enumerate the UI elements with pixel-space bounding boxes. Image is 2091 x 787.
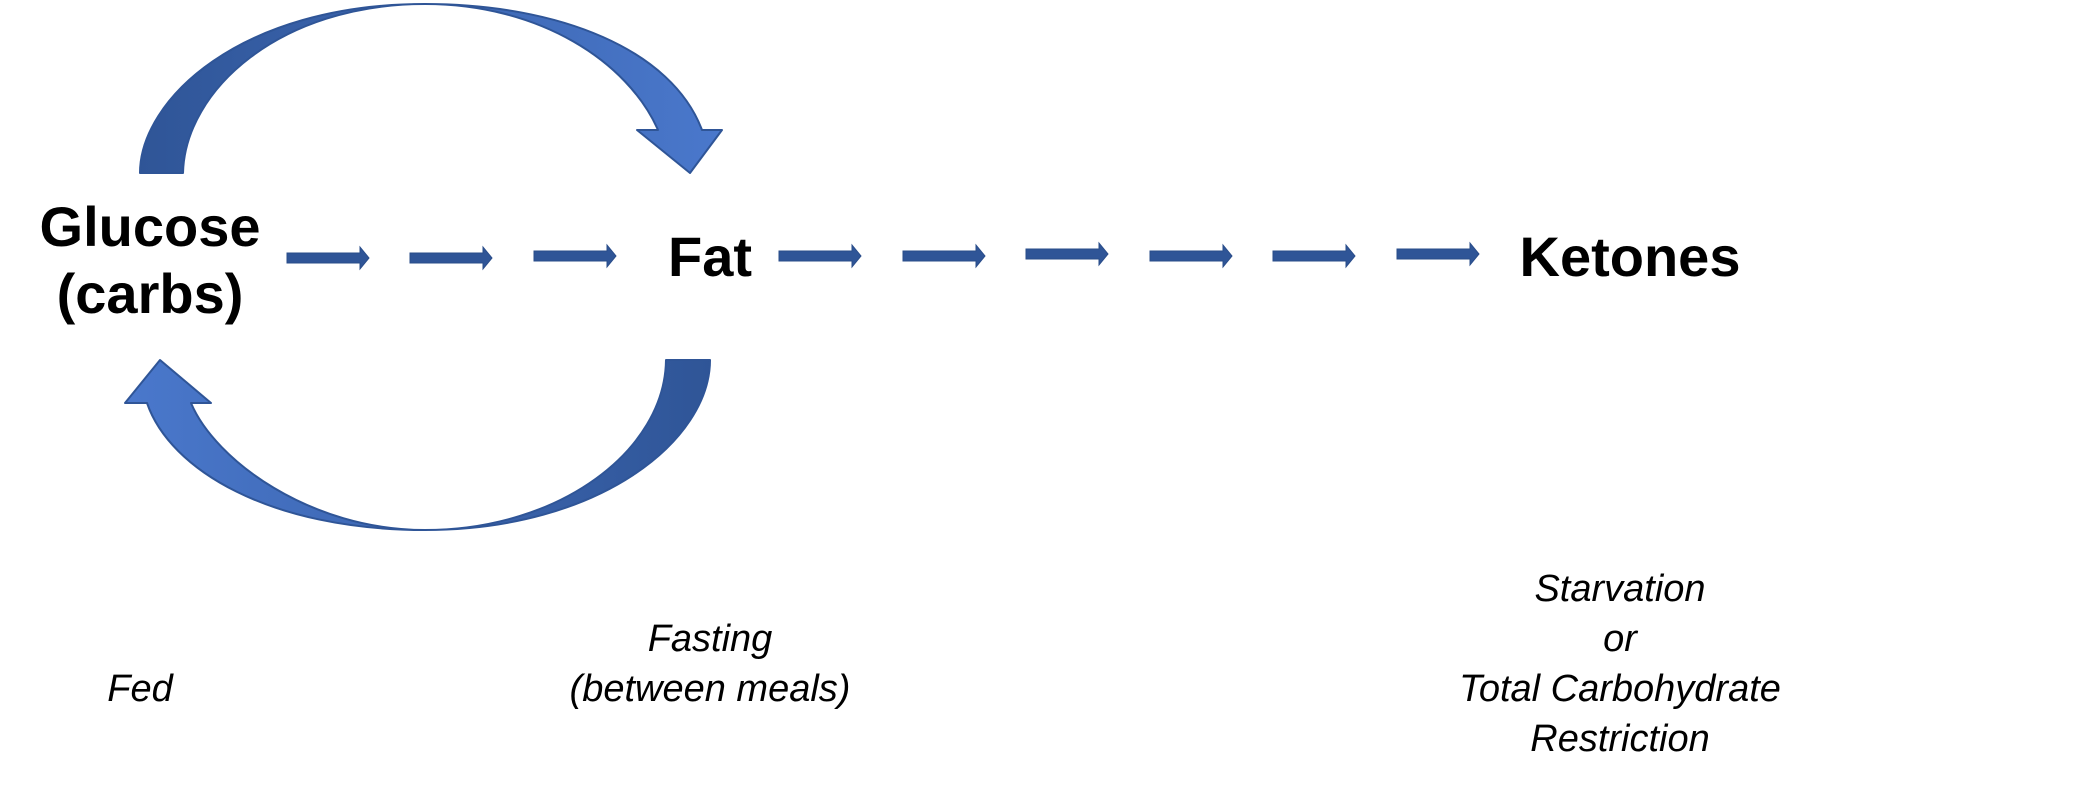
state-label-fasting-line1: Fasting <box>647 618 773 660</box>
dash-arrow-segment <box>286 245 370 271</box>
dash-arrow-segment <box>778 243 862 269</box>
top-arc-body <box>139 3 723 174</box>
node-glucose: Glucose (carbs) <box>10 193 290 327</box>
dash-arrow-segment <box>409 245 493 271</box>
state-label-starvation-line1: Starvation <box>1534 568 1706 610</box>
state-label-starvation-line4: Restriction <box>1530 718 1710 760</box>
arrow-fat-to-glucose <box>124 359 711 531</box>
arrow-glucose-to-fat <box>139 3 723 174</box>
state-label-fasting-line2: (between meals) <box>569 668 851 710</box>
dashed-arrow-glucose-to-fat <box>286 243 617 271</box>
state-label-starvation-line2: or <box>1603 618 1637 660</box>
dash-arrow-segment <box>533 243 617 269</box>
node-ketones: Ketones <box>1519 225 1741 288</box>
state-label-fed: Fed <box>107 668 173 710</box>
state-label-fasting: Fasting (between meals) <box>520 614 900 714</box>
dashed-arrow-fat-to-ketones <box>778 241 1480 269</box>
dash-arrow-segment <box>1149 243 1233 269</box>
dash-arrow-segment <box>902 243 986 269</box>
node-glucose-line1: Glucose <box>39 195 261 258</box>
dash-arrow-segment <box>1025 241 1109 267</box>
bottom-arc-body <box>124 359 711 531</box>
state-label-starvation: Starvation or Total Carbohydrate Restric… <box>1400 564 1840 764</box>
state-label-starvation-line3: Total Carbohydrate <box>1459 668 1781 710</box>
dash-arrow-segment <box>1396 241 1480 267</box>
dash-arrow-segment <box>1272 243 1356 269</box>
node-fat: Fat <box>668 225 752 288</box>
node-glucose-line2: (carbs) <box>56 262 244 326</box>
